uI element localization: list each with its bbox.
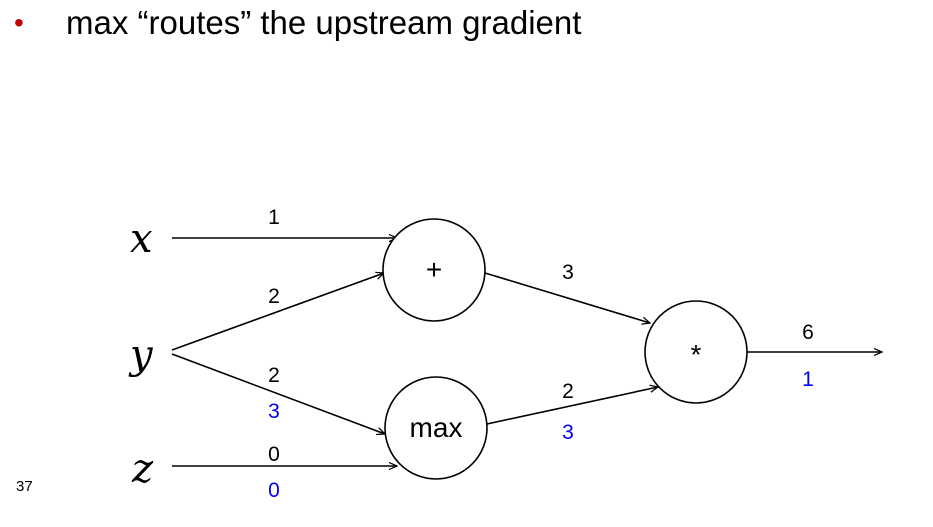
add-node <box>382 218 486 322</box>
max-out-gradient-value: 3 <box>562 421 574 444</box>
z-forward-value: 0 <box>268 443 280 466</box>
output-forward-value: 6 <box>802 321 814 344</box>
input-y-label: y <box>128 332 154 378</box>
max-node-label: max <box>410 412 463 443</box>
edge-y-to-max <box>171 353 385 434</box>
edge-max-to-mul <box>486 387 658 425</box>
add-out-forward-value: 3 <box>562 261 574 284</box>
slide-number: 37 <box>16 478 33 495</box>
mul-node <box>644 300 748 404</box>
y-add-forward-value: 2 <box>268 285 280 308</box>
bullet-icon: • <box>14 7 24 38</box>
add-node-label: + <box>426 254 442 285</box>
y-max-gradient-value: 3 <box>268 400 280 423</box>
input-x-label: x <box>130 216 153 262</box>
mul-node-label: * <box>691 339 702 370</box>
output-gradient-value: 1 <box>802 368 814 391</box>
edge-y-to-add <box>171 273 384 351</box>
slide-heading: max “routes” the upstream gradient <box>66 4 582 41</box>
edge-add-to-mul <box>484 272 650 323</box>
max-node <box>384 376 488 480</box>
bullet-point: • max “routes” the upstream gradient <box>14 4 581 42</box>
max-out-forward-value: 2 <box>562 380 574 403</box>
input-z-label: z <box>131 446 154 492</box>
x-forward-value: 1 <box>268 206 280 229</box>
y-max-forward-value: 2 <box>268 364 280 387</box>
z-gradient-value: 0 <box>268 479 280 502</box>
